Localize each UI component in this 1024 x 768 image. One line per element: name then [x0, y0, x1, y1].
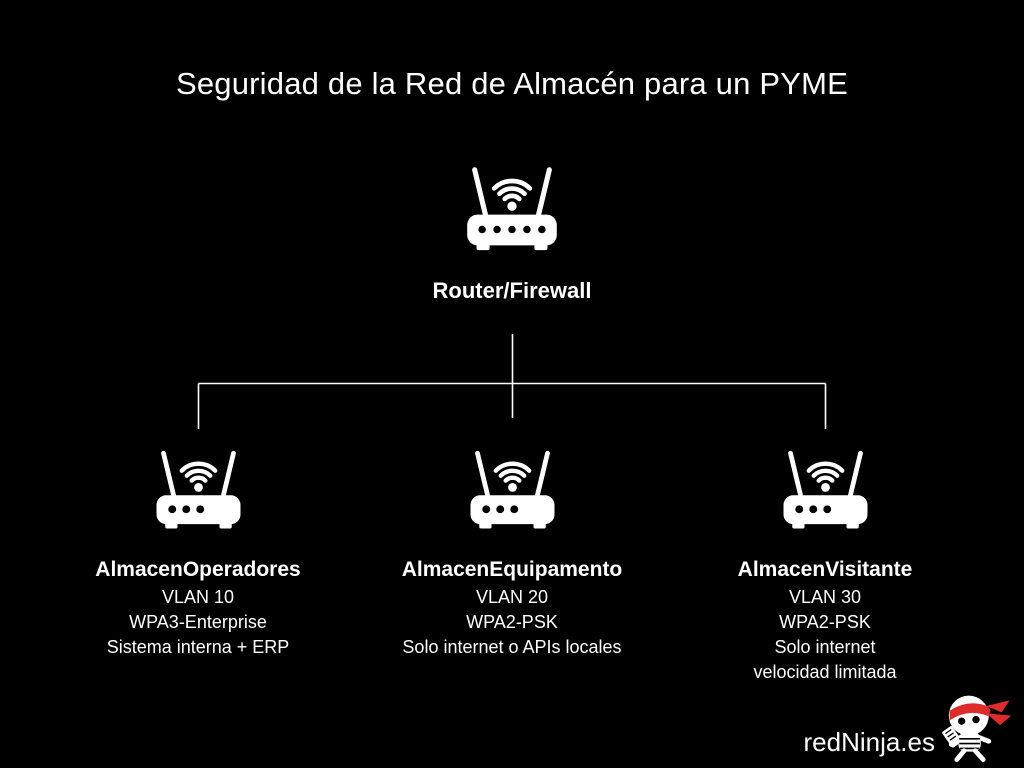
wifi-router-icon	[773, 448, 878, 532]
node-detail: Solo internet	[774, 637, 876, 657]
node-detail: WPA2-PSK	[466, 612, 558, 632]
node-detail: VLAN 20	[475, 587, 549, 607]
root-node-label: Router/Firewall	[432, 278, 592, 303]
wifi-router-icon	[456, 164, 568, 254]
network-node-almacen-visitante: AlmacenVisitante VLAN 30 WPA2-PSK Solo i…	[665, 448, 985, 685]
node-detail: Solo internet o APIs locales	[402, 637, 622, 657]
node-details: VLAN 30 WPA2-PSK Solo internet velocidad…	[753, 585, 896, 685]
node-title: AlmacenEquipamento	[401, 558, 623, 581]
ninja-mascot-icon	[942, 695, 1012, 762]
diagram-title: Seguridad de la Red de Almacén para un P…	[175, 66, 849, 101]
site-label: redNinja.es	[803, 727, 935, 757]
node-title: AlmacenVisitante	[737, 558, 913, 581]
node-details: VLAN 10 WPA3-Enterprise Sistema interna …	[107, 585, 290, 660]
root-node-router-firewall: Router/Firewall	[362, 164, 662, 304]
node-detail: VLAN 10	[161, 587, 235, 607]
wifi-router-icon	[146, 448, 251, 532]
node-detail: WPA2-PSK	[779, 612, 871, 632]
network-node-almacen-operadores: AlmacenOperadores VLAN 10 WPA3-Enterpris…	[38, 448, 358, 660]
node-title: AlmacenOperadores	[95, 558, 301, 581]
node-details: VLAN 20 WPA2-PSK Solo internet o APIs lo…	[402, 585, 621, 660]
node-detail: VLAN 30	[788, 587, 862, 607]
node-detail: Sistema interna + ERP	[106, 637, 290, 657]
node-detail: velocidad limitada	[753, 662, 897, 682]
node-detail: WPA3-Enterprise	[129, 612, 267, 632]
network-node-almacen-equipamento: AlmacenEquipamento VLAN 20 WPA2-PSK Solo…	[352, 448, 672, 660]
wifi-router-icon	[460, 448, 565, 532]
